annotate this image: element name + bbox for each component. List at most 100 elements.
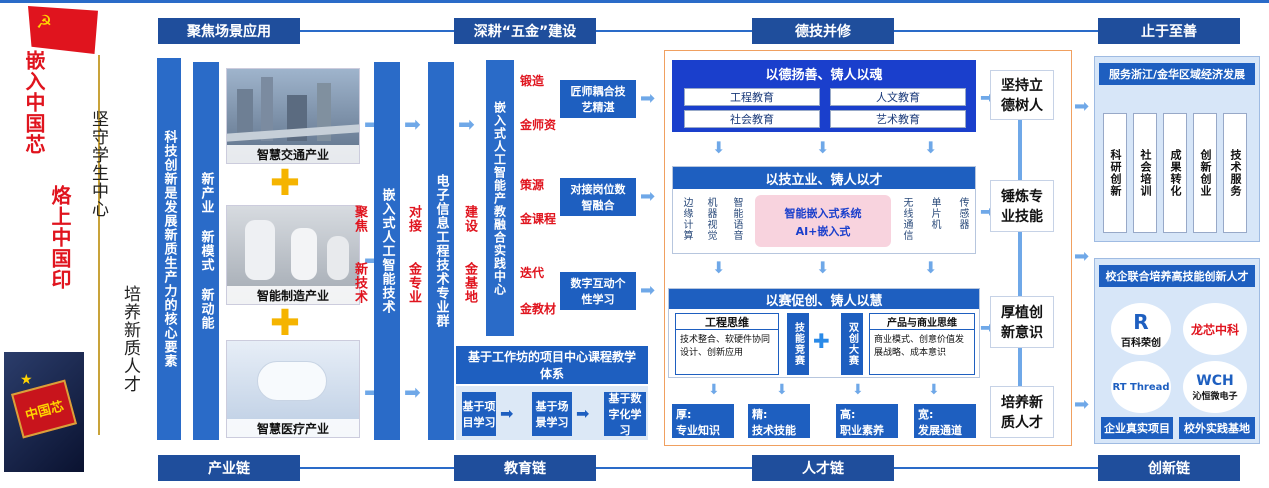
pillar-connector [1018,110,1022,400]
footer-innovation-chain: 创新链 [1098,455,1240,481]
build-label-b: 金基地 [462,262,477,304]
outcome-0-b: 专业知识 [676,424,720,437]
outcome-3-b: 发展通道 [918,424,962,437]
workshop-title: 基于工作坊的项目中心课程教学体系 [456,346,648,384]
skill-left-2: 智能语音 [731,197,742,241]
footer-line-2 [596,467,752,469]
slogan-1: 嵌入中国芯 [22,50,46,155]
serve-item-2-label: 成果转化 [1169,149,1182,197]
skill-center-2: AI+嵌入式 [795,225,851,238]
skill-center-1: 智能嵌入式系统 [784,207,862,220]
header-perfect: 止于至善 [1098,18,1240,44]
build-label-a: 建设 [462,205,477,233]
industry-label-manufacturing: 智能制造产业 [227,286,359,304]
footer-talent-chain: 人才链 [752,455,894,481]
plus-icon: ✚ [269,162,301,204]
gold-box-1: 对接岗位数智融合 [560,178,636,216]
coop-label-1: 校外实践基地 [1179,417,1255,439]
serve-item-0-label: 科研创新 [1109,149,1122,197]
slogan-2: 烙上中国印 [48,185,72,290]
arrow-down-icon: ⬇ [928,382,940,398]
dual-innovation-badge: 双创大赛 [841,313,863,375]
footer-edu-chain: 教育链 [454,455,596,481]
outcome-2-b: 职业素养 [840,424,884,437]
gold-tag2-0: 金师资 [520,118,557,132]
footer-line-1 [300,467,454,469]
arrow-right-icon: ➡ [640,186,656,207]
skill-right-2: 传感器 [957,197,968,230]
arrow-down-icon: ⬇ [776,382,788,398]
building-shape [261,77,273,141]
header-five-gold: 深耕“五金”建设 [454,18,596,44]
arrow-right-icon: ➡ [640,88,656,109]
pillar-0: 坚持立德树人 [990,70,1054,120]
column-embedded-ai: 嵌入式人工智能技术 [374,62,400,440]
header-virtue: 德技并修 [752,18,894,44]
pillar-1: 锤炼专业技能 [990,180,1054,232]
arrow-down-icon: ⬇ [712,258,726,277]
arrow-down-icon: ⬇ [708,382,720,398]
arrow-right-icon: ➡ [640,280,656,301]
party-flag: ☭ [28,6,98,54]
gold-tag1-2: 迭代 [520,266,545,280]
arrow-right-icon: ➡ [1074,394,1090,415]
skill-left-0: 边缘计算 [681,197,692,241]
industry-card-medical: 智慧医疗产业 [226,340,360,438]
biz-thinking-box: 产品与商业思维 商业模式、创意价值发展战略、成本意识 [869,313,975,375]
dock-label-a: 对接 [406,205,421,233]
arrow-right-icon: ➡ [576,404,590,423]
chip-label: 中国芯 [11,379,77,439]
outcome-3-a: 宽: [918,408,934,421]
arrow-down-icon: ⬇ [852,382,864,398]
biz-thinking-text: 商业模式、创意价值发展战略、成本意识 [874,335,965,358]
building-shape [237,89,253,141]
outcome-2: 高:职业素养 [836,404,898,438]
industry-label-traffic: 智慧交通产业 [227,145,359,163]
column-practice-center-label: 嵌入式人工智能产教融合实践中心 [492,100,507,296]
outcome-0: 厚:专业知识 [672,404,734,438]
virtue-title: 以德扬善、铸人以魂 [765,67,883,83]
wch-logo-icon: WCH [1196,372,1234,389]
focus-label-b: 新技术 [352,262,367,304]
virtue-item-1: 人文教育 [830,88,966,106]
arrow-right-icon: ➡ [404,112,421,136]
gold-tag1-1: 策源 [520,178,545,192]
skill-center-box: 智能嵌入式系统 AI+嵌入式 [755,195,891,247]
column-tech-innovation: 科技创新是发展新质生产力的核心要素 [157,58,181,440]
serve-panel: 服务浙江/金华区域经济发展 科研创新 社会培训 成果转化 创新创业 技术服务 [1094,56,1260,242]
plus-icon: ✚ [269,302,301,344]
workshop-step-0: 基于项目学习 [462,392,496,436]
virtue-block: 以德扬善、铸人以魂 工程教育 人文教育 社会教育 艺术教育 [672,60,976,132]
pillar-3: 培养新质人才 [990,386,1054,438]
serve-item-4: 技术服务 [1223,113,1247,233]
hammer-sickle-icon: ☭ [36,12,53,33]
gold-box-2: 数字互动个性学习 [560,272,636,310]
logo-rtthread: RT Thread [1111,361,1171,413]
header-scene: 聚焦场景应用 [158,18,300,44]
gold-tag2-2: 金教材 [520,302,557,316]
logo-wch: WCH 沁恒微电子 [1183,361,1247,413]
footer-line-3 [894,467,1098,469]
virtue-item-0: 工程教育 [684,88,820,106]
coop-title: 校企联合培养高技能创新人才 [1099,265,1255,287]
arrow-right-icon: ➡ [404,380,421,404]
outcome-1: 精:技术技能 [748,404,810,438]
arrow-right-icon: ➡ [500,404,514,423]
column-practice-center: 嵌入式人工智能产教融合实践中心 [486,60,514,336]
serve-item-3: 创新创业 [1193,113,1217,233]
serve-item-2: 成果转化 [1163,113,1187,233]
logo-baike-label: 百科荣创 [1121,337,1161,349]
column-tech-innovation-label: 科技创新是发展新质生产力的核心要素 [161,130,177,368]
industry-card-manufacturing: 智能制造产业 [226,205,360,305]
virtue-item-2: 社会教育 [684,110,820,128]
top-rule [0,0,1269,3]
serve-item-0: 科研创新 [1103,113,1127,233]
medical-device-shape [257,361,327,401]
industry-card-traffic: 智慧交通产业 [226,68,360,164]
logo-wch-label: 沁恒微电子 [1192,391,1238,402]
competition-title: 以赛促创、铸人以慧 [669,289,979,309]
gold-box-0: 匠师耦合技艺精湛 [560,80,636,118]
arrow-down-icon: ⬇ [816,138,830,157]
